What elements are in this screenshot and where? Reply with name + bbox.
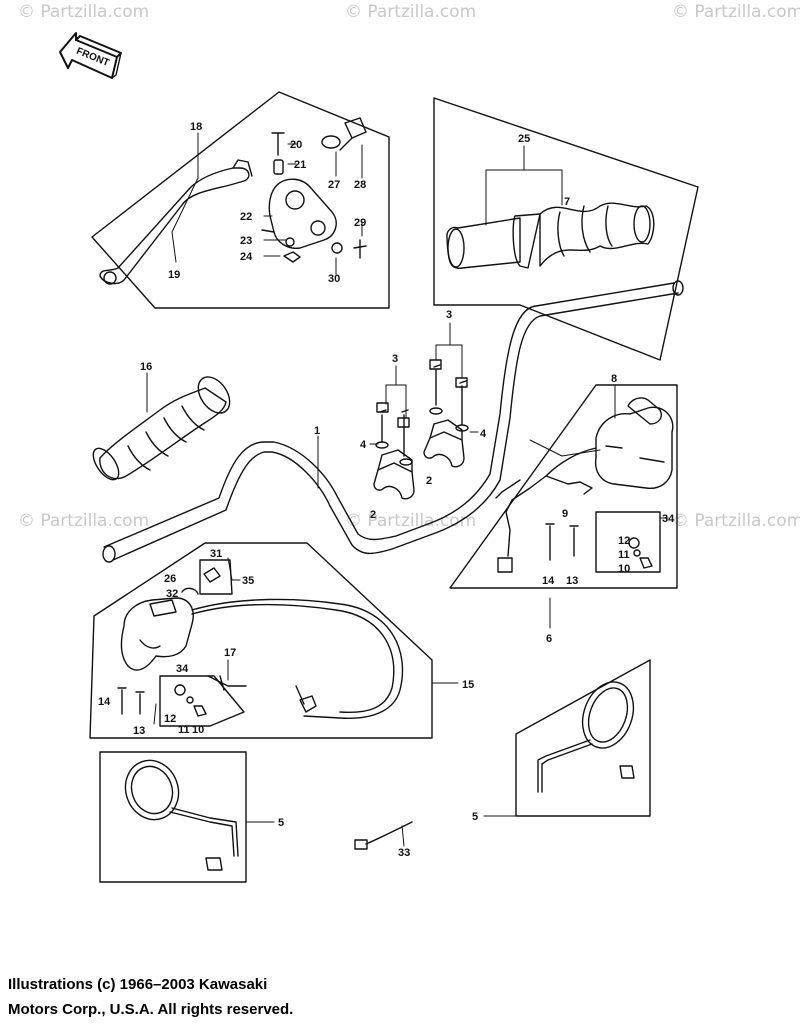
callout-23: 23 bbox=[240, 235, 252, 247]
panel-throttle-grip bbox=[433, 97, 699, 361]
callout-29: 29 bbox=[354, 217, 366, 229]
callout-2: 2 bbox=[370, 509, 376, 521]
callout-27: 27 bbox=[328, 179, 340, 191]
right-switch-screws bbox=[545, 523, 579, 561]
callout-32: 32 bbox=[166, 588, 178, 600]
leader-lines bbox=[146, 132, 669, 847]
watermark-top-mid: © Partzilla.com bbox=[345, 2, 477, 22]
callout-4: 4 bbox=[360, 439, 367, 451]
callout-18: 18 bbox=[190, 121, 202, 133]
callout-20: 20 bbox=[290, 139, 302, 151]
callout-10: 10 bbox=[192, 724, 204, 736]
callout-16: 16 bbox=[140, 361, 152, 373]
callout-25: 25 bbox=[518, 133, 530, 145]
inset-right-34 bbox=[595, 511, 661, 573]
lever-holder bbox=[261, 178, 337, 249]
mirror-left bbox=[124, 759, 239, 871]
throttle-grip bbox=[446, 202, 655, 269]
callout-28: 28 bbox=[354, 179, 366, 191]
callout-31: 31 bbox=[210, 548, 222, 560]
callout-34: 34 bbox=[176, 663, 189, 675]
panel-clutch-lever bbox=[91, 91, 390, 309]
handlebar bbox=[102, 280, 684, 563]
handlebar-holders bbox=[373, 359, 469, 500]
callout-10: 10 bbox=[618, 563, 630, 575]
callout-1: 1 bbox=[314, 425, 320, 437]
mirror-right bbox=[537, 681, 635, 793]
callout-24: 24 bbox=[240, 251, 253, 263]
callout-2: 2 bbox=[426, 475, 432, 487]
inset-31-35 bbox=[199, 559, 233, 595]
callout-26: 26 bbox=[164, 573, 176, 585]
callout-11: 11 bbox=[618, 549, 630, 561]
inset-left-34 bbox=[159, 675, 245, 727]
adjuster bbox=[321, 117, 367, 151]
clutch-lever bbox=[99, 159, 253, 285]
callout-33: 33 bbox=[398, 847, 410, 859]
callout-13: 13 bbox=[566, 575, 578, 587]
callout-21: 21 bbox=[294, 159, 306, 171]
right-handlebar-switch bbox=[495, 397, 674, 573]
watermark-mid-right: © Partzilla.com bbox=[672, 511, 800, 531]
left-grip bbox=[92, 376, 231, 481]
watermark-mid-left: © Partzilla.com bbox=[18, 511, 150, 531]
callout-19: 19 bbox=[168, 269, 180, 281]
wire-harness-33 bbox=[354, 821, 413, 850]
callout-12: 12 bbox=[164, 713, 176, 725]
callout-30: 30 bbox=[328, 273, 340, 285]
copyright-line-1: Illustrations (c) 1966–2003 Kawasaki bbox=[8, 976, 268, 993]
panel-mirror-right bbox=[515, 659, 651, 817]
panel-right-switch bbox=[449, 384, 678, 589]
callout-7: 7 bbox=[564, 196, 570, 208]
callout-5: 5 bbox=[278, 817, 284, 829]
callout-9: 9 bbox=[562, 508, 568, 520]
callout-35: 35 bbox=[242, 575, 254, 587]
callout-14: 14 bbox=[98, 696, 111, 708]
copyright-notice: Illustrations (c) 1966–2003 Kawasaki Mot… bbox=[8, 972, 293, 1022]
callout-13: 13 bbox=[133, 725, 145, 737]
callout-11: 11 bbox=[178, 724, 190, 736]
left-inset-parts bbox=[174, 684, 207, 717]
callout-5: 5 bbox=[472, 811, 478, 823]
callout-17: 17 bbox=[224, 647, 236, 659]
callout-34: 34 bbox=[662, 513, 675, 525]
callout-12: 12 bbox=[618, 535, 630, 547]
callout-4: 4 bbox=[480, 428, 487, 440]
panel-mirror-left bbox=[99, 751, 247, 883]
callout-labels: 1 2 2 3 3 4 4 5 5 6 7 8 9 10 10 11 11 12… bbox=[98, 121, 675, 859]
holder-nuts bbox=[283, 237, 367, 263]
watermark-top-right: © Partzilla.com bbox=[672, 2, 800, 22]
right-inset-parts bbox=[628, 537, 653, 569]
callout-6: 6 bbox=[546, 633, 552, 645]
holder-bolt bbox=[271, 132, 285, 175]
callout-22: 22 bbox=[240, 211, 252, 223]
watermark-mid-center: © Partzilla.com bbox=[345, 511, 477, 531]
watermark-top-left: © Partzilla.com bbox=[18, 2, 150, 22]
panel-left-switch bbox=[89, 542, 433, 739]
callout-15: 15 bbox=[462, 679, 474, 691]
callout-14: 14 bbox=[542, 575, 555, 587]
callout-3: 3 bbox=[392, 353, 398, 365]
left-handlebar-switch bbox=[120, 597, 404, 719]
callout-3: 3 bbox=[446, 309, 452, 321]
front-arrow-icon bbox=[59, 32, 122, 79]
copyright-line-2: Motors Corp., U.S.A. All rights reserved… bbox=[8, 1001, 294, 1018]
callout-8: 8 bbox=[611, 373, 617, 385]
